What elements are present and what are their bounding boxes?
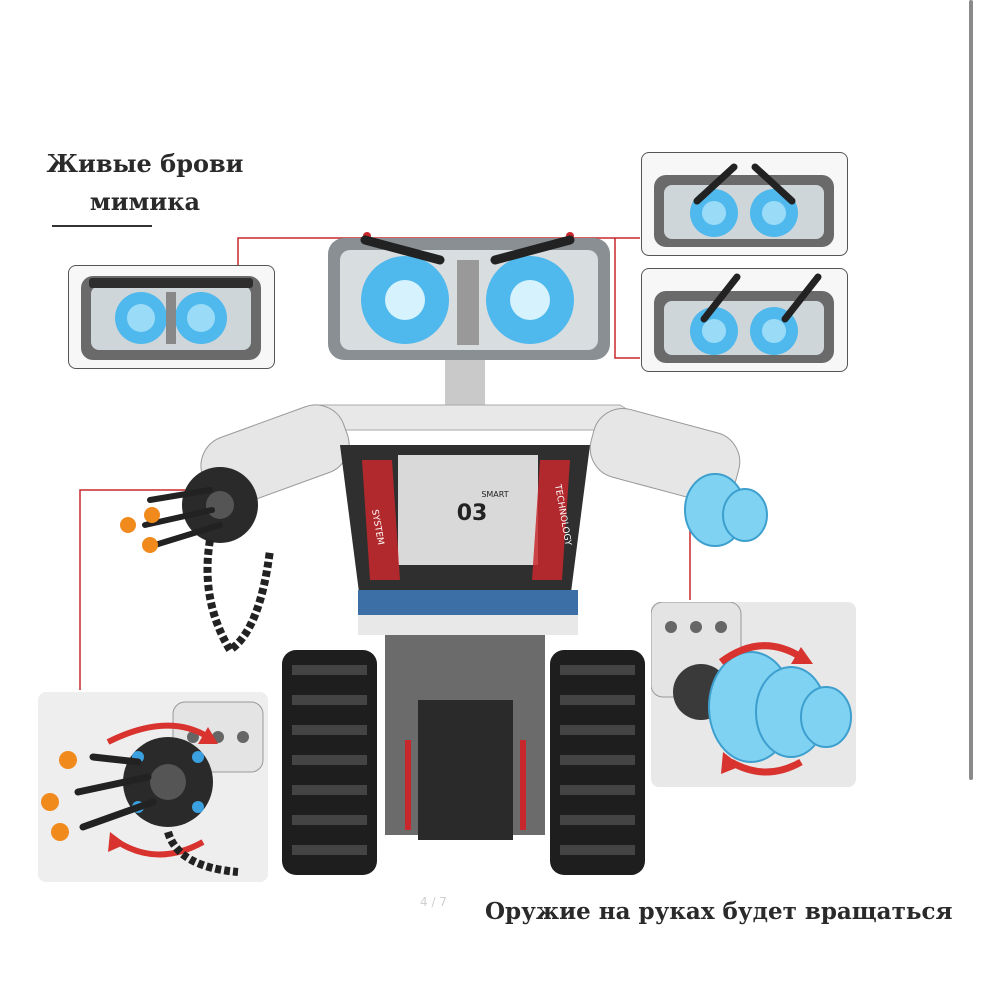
eyebrows-caption-line1: Живые брови <box>46 149 244 178</box>
caption-underline <box>52 225 152 227</box>
eyebrows-caption-line2: мимика <box>89 187 201 216</box>
scrollbar[interactable] <box>969 0 973 780</box>
eyebrows-caption: Живые брови мимика <box>40 145 250 227</box>
gun-arm-inset <box>38 692 268 882</box>
head-inset-angry <box>641 152 848 256</box>
chest-number: 03 <box>457 501 488 526</box>
weapons-caption: Оружие на руках будет вращаться <box>485 898 953 925</box>
robot-illustration: 03 SMART SYSTEM TECHNOLOGY <box>120 235 768 875</box>
head-inset-sad <box>641 268 848 372</box>
page-watermark: 4 / 7 <box>420 895 447 909</box>
drill-inset <box>651 602 856 787</box>
head-inset-neutral <box>68 265 275 369</box>
chest-label: SMART <box>481 490 508 499</box>
